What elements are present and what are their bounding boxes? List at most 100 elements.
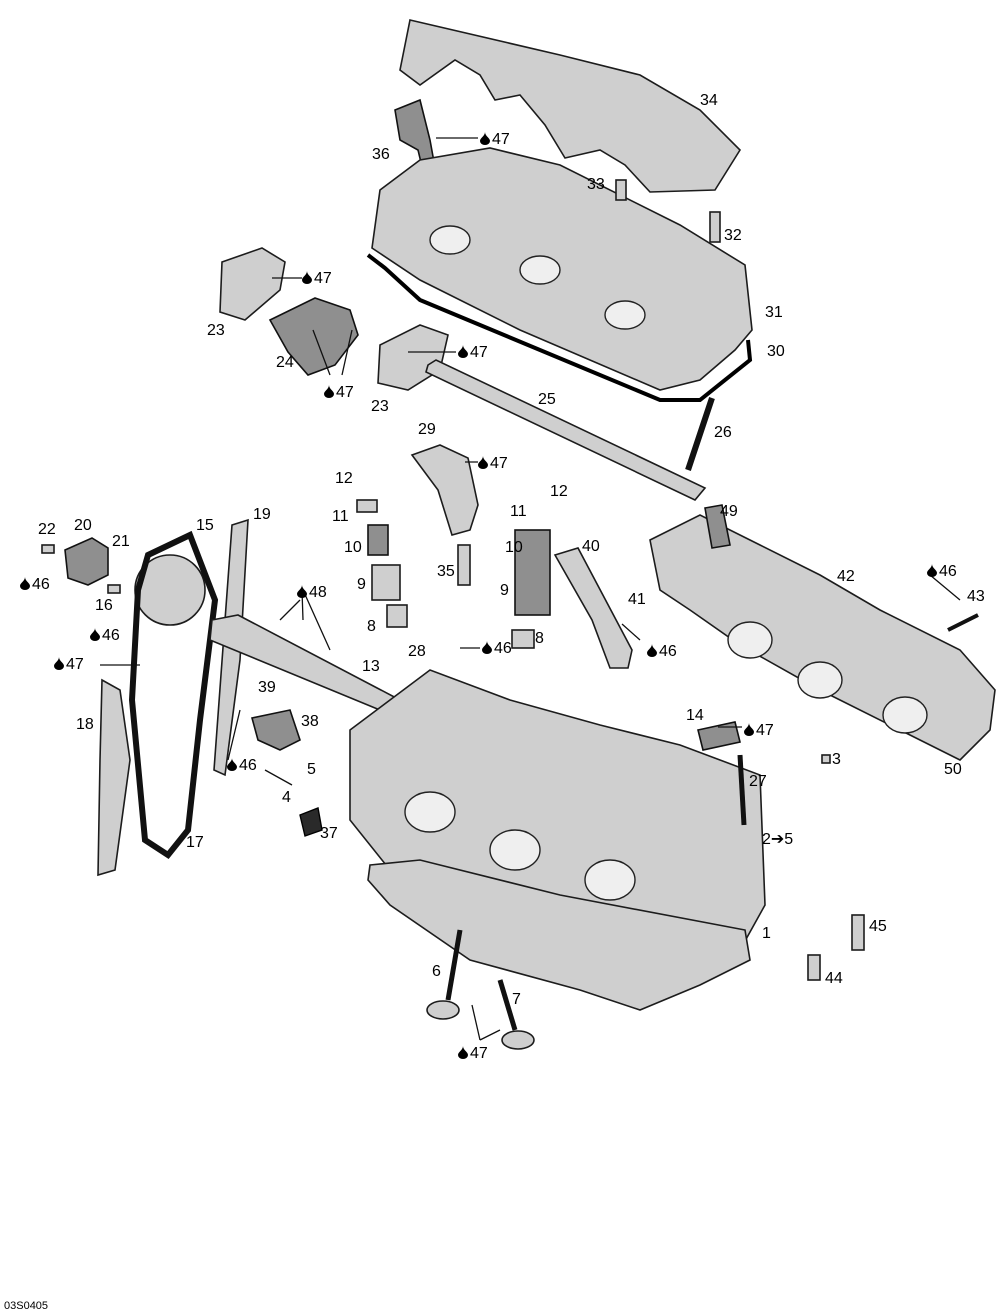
callout-19: 19 — [253, 506, 271, 523]
callout-34: 34 — [700, 92, 718, 109]
part-rocker-arm-upper — [219, 247, 286, 321]
callout-48-lube: 48 — [297, 584, 327, 601]
leader-lines — [100, 137, 961, 1041]
callout-10: 10 — [505, 539, 523, 556]
part-valve-spring-right — [514, 529, 551, 616]
callout-12: 12 — [335, 470, 353, 487]
part-manifold-port — [882, 696, 928, 734]
part-screw-22 — [41, 544, 55, 554]
callout-33: 33 — [587, 176, 605, 193]
part-intake-tube — [410, 444, 479, 536]
oil-drop-icon — [480, 132, 490, 145]
oil-drop-icon — [744, 723, 754, 736]
callout-3: 3 — [832, 751, 841, 768]
part-dowel-45 — [851, 914, 865, 951]
callout-1: 1 — [762, 925, 771, 942]
callout-47-lube: 47 — [478, 455, 508, 472]
callout-46-lube: 46 — [227, 757, 257, 774]
callout-46-lube: 46 — [90, 627, 120, 644]
part-head-gasket — [367, 859, 751, 1011]
callout-14: 14 — [686, 707, 704, 724]
callout-23: 23 — [207, 322, 225, 339]
part-exhaust-valve-head — [501, 1030, 535, 1050]
callout-46-lube: 46 — [927, 563, 957, 580]
part-plate-14 — [697, 721, 741, 751]
oil-drop-icon — [458, 1046, 468, 1059]
oil-drop-icon — [482, 641, 492, 654]
callout-42: 42 — [837, 568, 855, 585]
callout-38: 38 — [301, 713, 319, 730]
callout-16: 16 — [95, 597, 113, 614]
callout-46-lube: 46 — [20, 576, 50, 593]
part-rocker-shaft — [425, 359, 707, 501]
part-valve-seal-left — [386, 604, 408, 628]
callout-40: 40 — [582, 538, 600, 555]
oil-drop-icon — [927, 564, 937, 577]
callout-45: 45 — [869, 918, 887, 935]
callout-44: 44 — [825, 970, 843, 987]
part-valve-spring-left — [367, 524, 389, 556]
callout-47-lube: 47 — [480, 131, 510, 148]
callout-47-lube: 47 — [302, 270, 332, 287]
part-rocker-arm-lower — [377, 324, 449, 391]
part-combustion-port — [404, 791, 456, 833]
part-timing-chain — [128, 530, 219, 860]
callout-32: 32 — [724, 227, 742, 244]
oil-drop-icon — [478, 456, 488, 469]
part-long-bolt — [685, 397, 715, 471]
part-intake-valve — [445, 929, 463, 1001]
oil-drop-icon — [458, 345, 468, 358]
callout-47-lube: 47 — [744, 722, 774, 739]
callout-27: 27 — [749, 773, 767, 790]
part-tappet-left — [371, 564, 401, 601]
oil-drop-icon — [647, 644, 657, 657]
callout-22: 22 — [38, 521, 56, 538]
callout-11: 11 — [510, 503, 527, 520]
part-valve-cover-hole — [519, 255, 561, 285]
callout-36: 36 — [372, 146, 390, 163]
callout-7: 7 — [512, 991, 521, 1008]
part-screw-32 — [709, 211, 721, 243]
callout-28: 28 — [408, 643, 426, 660]
callout-37: 37 — [320, 825, 338, 842]
callout-26: 26 — [714, 424, 732, 441]
oil-drop-icon — [90, 628, 100, 641]
part-spark-plug — [457, 544, 471, 586]
part-exhaust-valve — [497, 979, 518, 1031]
part-valve-cover-hole — [429, 225, 471, 255]
callout-21: 21 — [112, 533, 130, 550]
callout-18: 18 — [76, 716, 94, 733]
callout-30: 30 — [767, 343, 785, 360]
callout-47-lube: 47 — [324, 384, 354, 401]
callout-15: 15 — [196, 517, 214, 534]
figure-code: 03S0405 — [4, 1300, 49, 1312]
part-dowel-44 — [807, 954, 821, 981]
oil-drop-icon — [324, 385, 334, 398]
callout-25: 25 — [538, 391, 556, 408]
part-manifold-port — [797, 661, 843, 699]
part-valve-seal-right — [511, 629, 535, 649]
callout-17: 17 — [186, 834, 204, 851]
part-cam-sensor — [251, 709, 301, 751]
part-manifold-port — [727, 621, 773, 659]
part-spring-seat — [356, 499, 378, 513]
part-screw-43 — [947, 613, 979, 632]
callout-11: 11 — [332, 508, 349, 525]
oil-drop-icon — [20, 577, 30, 590]
part-sensor-37 — [299, 807, 323, 837]
callout-46-lube: 46 — [647, 643, 677, 660]
part-plug-3 — [821, 754, 831, 764]
callout-10: 10 — [344, 539, 362, 556]
part-bracket — [553, 547, 633, 669]
part-valve-cover-gasket — [366, 253, 753, 402]
part-valve-cover — [371, 147, 753, 391]
callout-13: 13 — [362, 658, 380, 675]
callout-47-lube: 47 — [458, 344, 488, 361]
part-screw-33 — [615, 179, 627, 201]
part-chain-guide — [97, 678, 131, 877]
callout-47-lube: 47 — [458, 1045, 488, 1062]
callout-41: 41 — [628, 591, 646, 608]
callout-43: 43 — [967, 588, 985, 605]
part-heat-shield — [399, 19, 742, 193]
